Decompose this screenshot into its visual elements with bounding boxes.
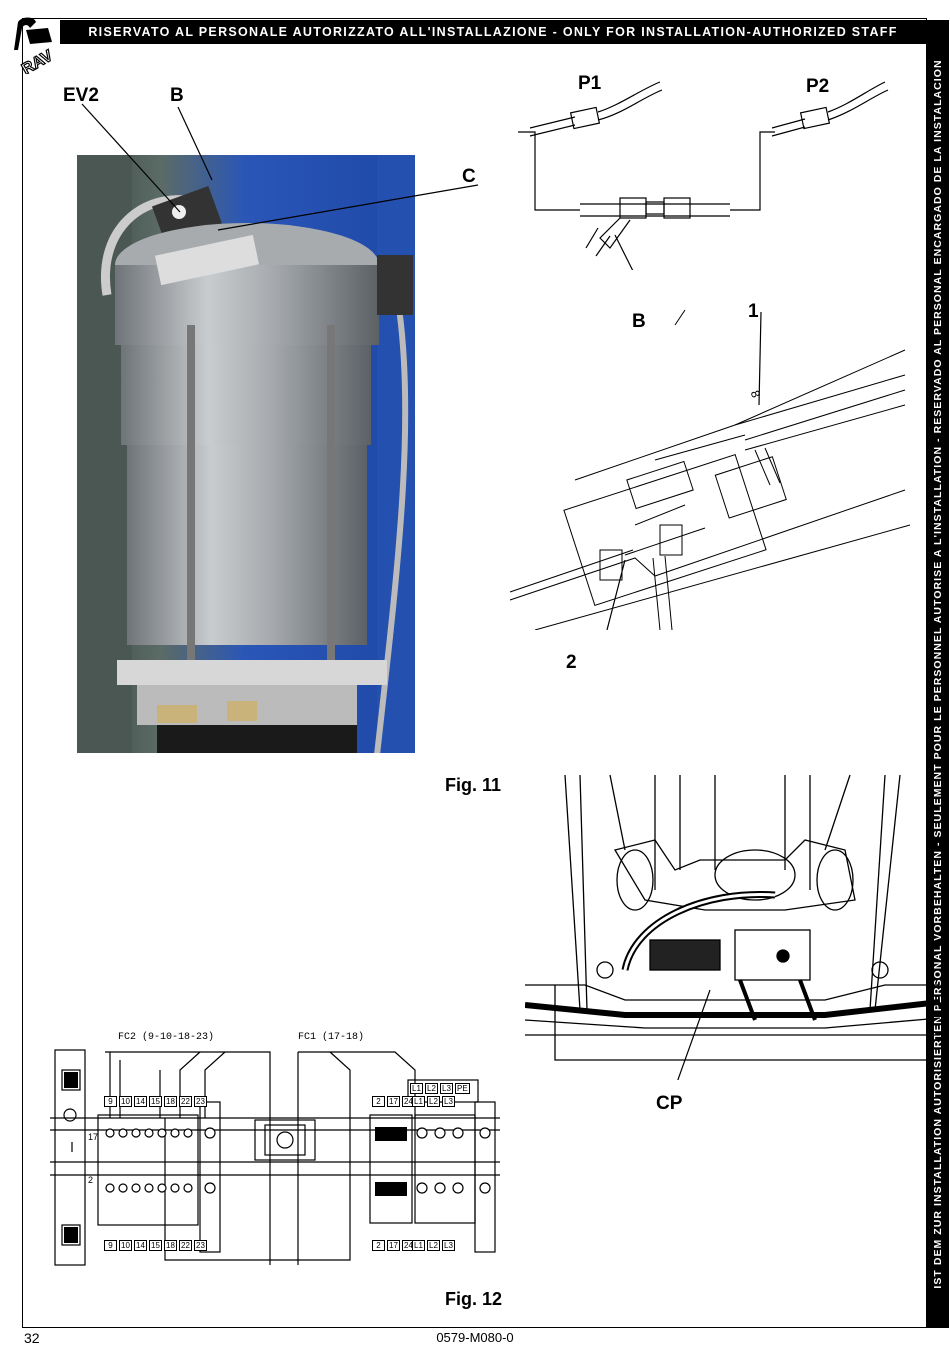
motor-photo xyxy=(77,155,415,753)
cp-mechanism-drawing xyxy=(525,774,940,1080)
terminal-label: 22 xyxy=(179,1096,192,1107)
document-code: 0579-M080-0 xyxy=(436,1330,514,1345)
header-title: RISERVATO AL PERSONALE AUTORIZZATO ALL'I… xyxy=(88,25,898,39)
power-terminal-label: PE xyxy=(455,1083,470,1094)
fig12-caption: Fig. 12 xyxy=(445,1289,503,1309)
label-p2: P2 xyxy=(806,76,830,97)
terminal-label: 15 xyxy=(149,1240,162,1251)
label-b-top: B xyxy=(170,85,184,106)
terminal-label: 9 xyxy=(104,1096,117,1107)
terminal-label: 9 xyxy=(104,1240,117,1251)
fig12-end-label-17: 17 xyxy=(88,1132,99,1142)
page-frame xyxy=(22,18,927,1328)
power-terminal-label: L3 xyxy=(442,1096,455,1107)
terminal-label: 23 xyxy=(194,1096,207,1107)
fig12-end-label-2: 2 xyxy=(88,1175,94,1185)
terminal-block-diagram xyxy=(50,1049,500,1266)
power-terminal-label: L3 xyxy=(442,1240,455,1251)
terminal-label: 18 xyxy=(164,1096,177,1107)
terminal-label: 18 xyxy=(164,1240,177,1251)
ravaglioli-logo: RAV xyxy=(14,17,57,74)
tee-fitting-diagram xyxy=(518,81,889,270)
terminal-label: 14 xyxy=(134,1096,147,1107)
fig11-caption: Fig. 11 xyxy=(445,775,502,795)
terminal-label: 10 xyxy=(119,1240,132,1251)
terminal-label: 10 xyxy=(119,1096,132,1107)
terminal-label: 2 xyxy=(372,1240,385,1251)
terminal-label: 14 xyxy=(134,1240,147,1251)
fig12-fc2-label: FC2 (9-10-18-23) xyxy=(118,1032,215,1043)
page-number: 32 xyxy=(24,1330,40,1346)
header-bar: RISERVATO AL PERSONALE AUTORIZZATO ALL'I… xyxy=(60,20,926,44)
label-c: C xyxy=(462,166,476,187)
power-terminal-label: L1 xyxy=(412,1096,425,1107)
terminal-label: 17 xyxy=(387,1096,400,1107)
label-b-tee: B xyxy=(632,311,646,332)
power-terminal-label: L3 xyxy=(440,1083,453,1094)
terminal-label: 17 xyxy=(387,1240,400,1251)
sensor-bracket-diagram xyxy=(509,309,911,630)
label-2: 2 xyxy=(566,652,577,673)
power-terminal-label: L1 xyxy=(410,1083,423,1094)
terminal-label: 15 xyxy=(149,1096,162,1107)
power-terminal-label: L2 xyxy=(427,1240,440,1251)
label-1: 1 xyxy=(748,301,759,322)
fig12-fc1-label: FC1 (17-18) xyxy=(298,1032,365,1043)
terminal-label: 2 xyxy=(372,1096,385,1107)
label-p1: P1 xyxy=(578,73,602,94)
terminal-label: 23 xyxy=(194,1240,207,1251)
terminal-label: 22 xyxy=(179,1240,192,1251)
label-ev2: EV2 xyxy=(63,85,99,106)
power-terminal-label: L2 xyxy=(425,1083,438,1094)
power-terminal-label: L2 xyxy=(427,1096,440,1107)
label-cp: CP xyxy=(656,1093,683,1114)
power-terminal-label: L1 xyxy=(412,1240,425,1251)
